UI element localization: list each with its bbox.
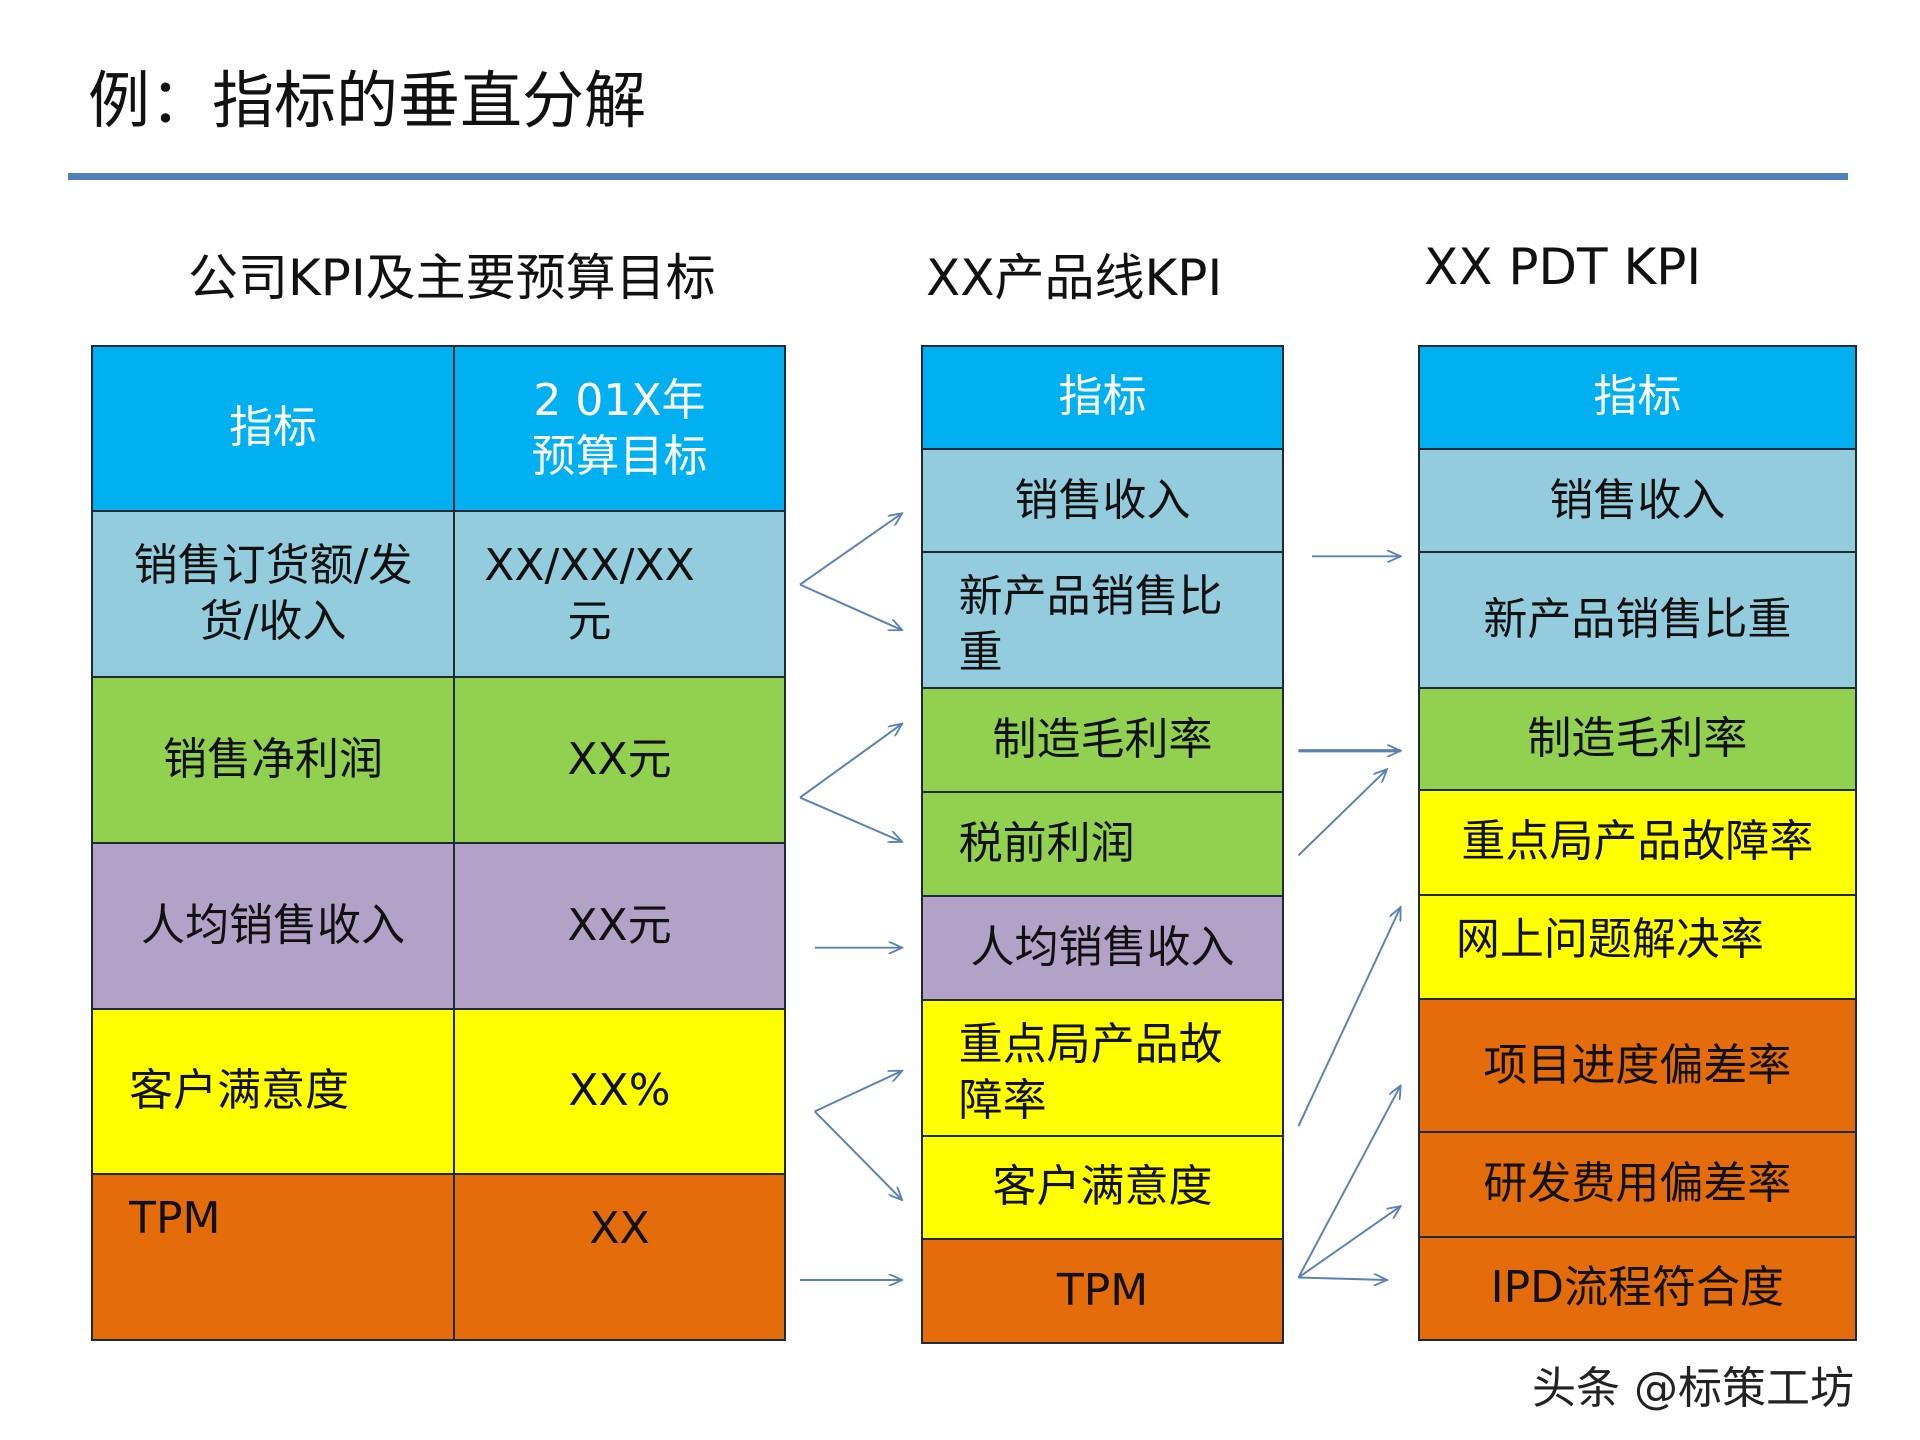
arrow [1297, 907, 1400, 1127]
cell-text: 销售净利润 [163, 733, 383, 785]
table-cell: 新产品销售比 重 [920, 551, 1285, 689]
table-cell: 制造毛利率 [1417, 686, 1857, 791]
table-cell: 新产品销售比重 [1417, 551, 1857, 689]
cell-text: XX/XX/XX 元 [484, 539, 695, 647]
arrow [1298, 1278, 1387, 1280]
cell-text: 制造毛利率 [1527, 712, 1748, 764]
cell-text: 指标 [1058, 371, 1147, 423]
cell-text: 客户满意度 [992, 1161, 1213, 1213]
title-divider [68, 173, 1848, 180]
arrow [799, 513, 902, 586]
table-header-cell: 指标 [1417, 344, 1857, 450]
cell-text: 新产品销售比 重 [958, 571, 1223, 679]
cell-text: 网上问题解决率 [1455, 913, 1764, 965]
arrow [1297, 769, 1387, 857]
cell-text: 销售收入 [1014, 474, 1191, 526]
cell-text: TPM [1056, 1264, 1149, 1316]
table-cell: 人均销售收入 [91, 841, 455, 1011]
company-kpi-heading: 公司KPI及主要预算目标 [188, 249, 716, 307]
table-cell: 客户满意度 [920, 1134, 1285, 1241]
table-cell: IPD流程符合度 [1417, 1235, 1857, 1342]
cell-text: 研发费用偏差率 [1483, 1158, 1792, 1210]
cell-text: 税前利润 [958, 818, 1135, 870]
table-cell: 销售净利润 [91, 675, 455, 844]
cell-text: XX元 [567, 899, 672, 951]
cell-text: 2 01X年 预算目标 [531, 374, 708, 482]
arrow [814, 1071, 902, 1113]
table-cell: XX% [452, 1008, 786, 1175]
table-cell: XX [452, 1172, 786, 1342]
arrow [799, 796, 902, 842]
watermark: 头条 @标策工坊 [1532, 1363, 1854, 1414]
table-header-cell: 2 01X年 预算目标 [452, 344, 786, 512]
product-line-kpi-heading: XX产品线KPI [926, 249, 1223, 307]
cell-text: IPD流程符合度 [1490, 1262, 1785, 1314]
slide-title: 例：指标的垂直分解 [88, 64, 647, 137]
cell-text: 新产品销售比重 [1483, 594, 1792, 646]
cell-text: 人均销售收入 [141, 899, 405, 951]
table-cell: XX/XX/XX 元 [452, 509, 786, 678]
arrow [1297, 1206, 1400, 1279]
cell-text: 项目进度偏差率 [1483, 1039, 1792, 1091]
cell-text: 重点局产品故障率 [1461, 816, 1814, 868]
table-header-cell: 指标 [91, 344, 455, 512]
table-cell: 制造毛利率 [920, 686, 1285, 794]
arrow [799, 583, 902, 631]
cell-text: 指标 [1593, 371, 1682, 423]
table-cell: TPM [91, 1172, 455, 1342]
table-cell: 项目进度偏差率 [1417, 998, 1857, 1134]
table-cell: 人均销售收入 [920, 894, 1285, 1002]
cell-text: TPM [129, 1192, 221, 1244]
table-cell: 客户满意度 [91, 1008, 455, 1175]
cell-text: 销售订货额/发 货/收入 [133, 539, 413, 647]
arrow [814, 1110, 902, 1200]
cell-text: 重点局产品故 障率 [958, 1019, 1223, 1127]
cell-text: 制造毛利率 [992, 714, 1213, 766]
cell-text: 销售收入 [1549, 474, 1726, 526]
cell-text: 客户满意度 [129, 1065, 350, 1117]
table-cell: XX元 [452, 841, 786, 1011]
table-cell: 研发费用偏差率 [1417, 1131, 1857, 1238]
cell-text: XX% [568, 1065, 671, 1117]
cell-text: XX元 [567, 733, 672, 785]
arrow [1297, 1086, 1400, 1279]
cell-text: XX [589, 1202, 650, 1254]
table-cell: 网上问题解决率 [1417, 893, 1857, 1001]
table-header-cell: 指标 [920, 344, 1285, 450]
cell-text: 指标 [229, 402, 317, 454]
arrow [799, 724, 902, 799]
table-cell: TPM [920, 1238, 1285, 1344]
table-cell: 销售订货额/发 货/收入 [91, 509, 455, 678]
pdt-kpi-heading: XX PDT KPI [1424, 238, 1702, 296]
cell-text: 人均销售收入 [970, 922, 1235, 974]
table-cell: 重点局产品故障率 [1417, 788, 1857, 896]
